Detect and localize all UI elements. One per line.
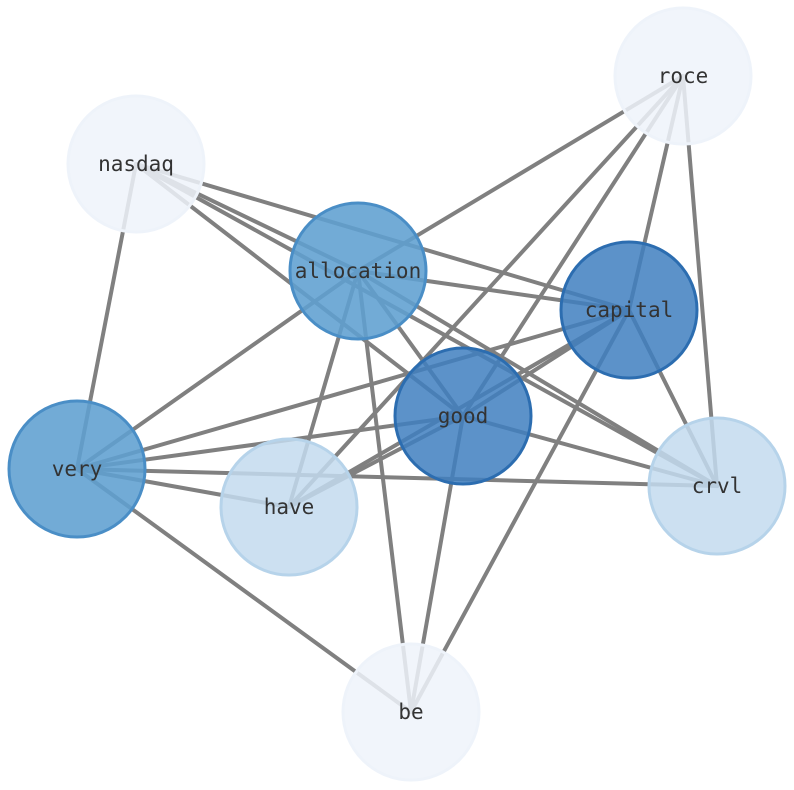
node-have bbox=[219, 437, 359, 577]
node-allocation bbox=[288, 201, 428, 341]
node-label-crvl: crvl bbox=[692, 474, 743, 498]
node-label-nasdaq: nasdaq bbox=[98, 152, 174, 176]
node-label-capital: capital bbox=[585, 298, 674, 322]
edge-roce-have bbox=[287, 74, 685, 509]
node-label-be: be bbox=[398, 700, 423, 724]
label-layer: roce nasdaq allocation capital good very have c… bbox=[52, 64, 743, 724]
node-good bbox=[393, 346, 533, 486]
node-crvl bbox=[647, 416, 787, 556]
node-capital bbox=[559, 240, 699, 380]
edge-allocation-crvl bbox=[356, 269, 719, 488]
node-label-roce: roce bbox=[658, 64, 709, 88]
node-label-good: good bbox=[438, 404, 489, 428]
node-be bbox=[341, 642, 481, 782]
node-layer bbox=[7, 6, 787, 782]
edge-nasdaq-crvl bbox=[134, 162, 719, 488]
node-label-have: have bbox=[264, 495, 315, 519]
edge-allocation-be bbox=[356, 269, 413, 714]
edge-capital-be bbox=[409, 308, 631, 714]
node-label-allocation: allocation bbox=[295, 259, 421, 283]
node-nasdaq bbox=[66, 94, 206, 234]
node-roce bbox=[613, 6, 753, 146]
node-very bbox=[7, 399, 147, 539]
edge-very-crvl bbox=[75, 467, 719, 488]
node-label-very: very bbox=[52, 457, 103, 481]
edge-capital-very bbox=[75, 308, 631, 471]
